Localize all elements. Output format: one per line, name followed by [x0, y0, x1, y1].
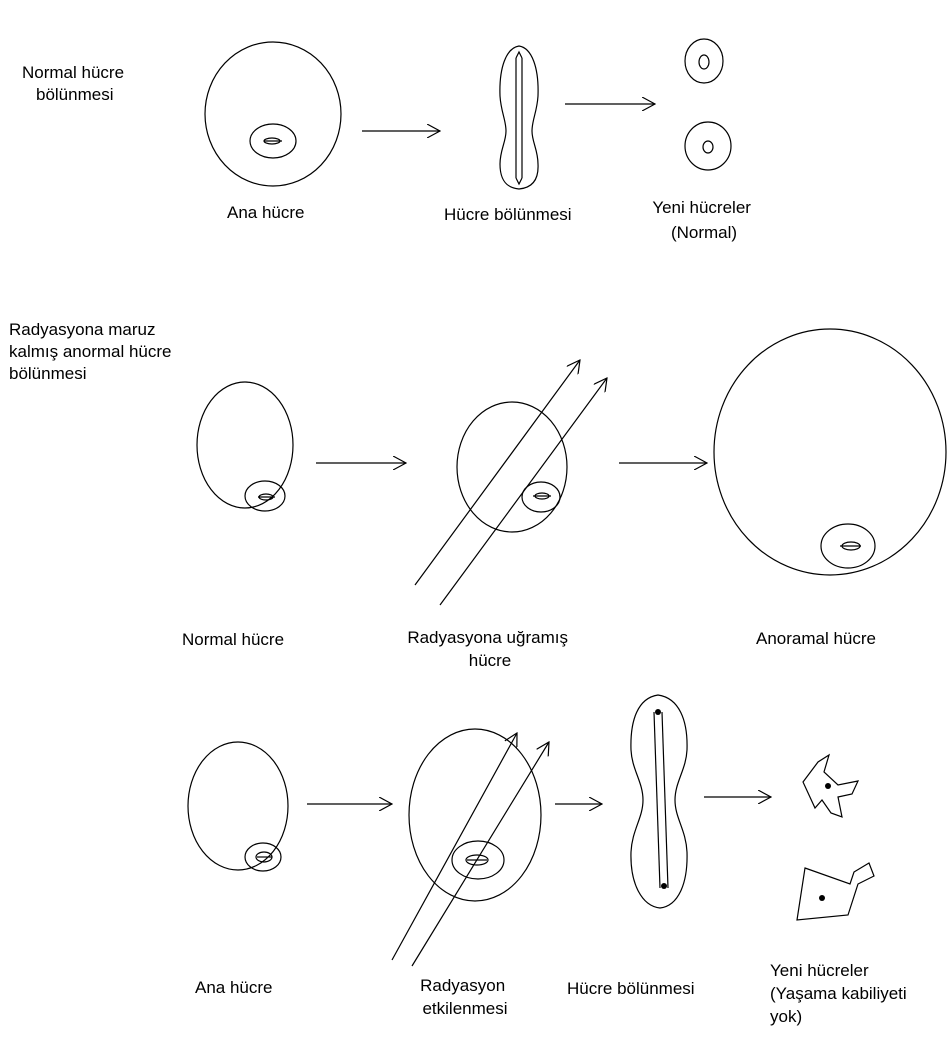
- new-cell-bottom: [685, 122, 731, 170]
- dividing-cell-2: [631, 695, 687, 908]
- radiation-ray-3: [392, 733, 517, 960]
- label-radiation-effect: Radyasyon etkilenmesi: [420, 976, 510, 1018]
- new-cell-top: [685, 39, 723, 83]
- irradiated-cell: [415, 360, 607, 605]
- label-parent-cell: Ana hücre: [227, 203, 305, 222]
- parent-cell-2: [188, 742, 288, 871]
- label-cell-division-2: Hücre bölünmesi: [567, 979, 695, 998]
- radiation-ray-1: [415, 360, 580, 585]
- row-irradiated-division: Radyasyona maruz kalmış anormal hücre bö…: [9, 320, 946, 670]
- radiation-ray-2: [440, 378, 607, 605]
- row-title-normal: Normal hücre bölünmesi: [22, 63, 129, 104]
- parent-cell: [205, 42, 341, 186]
- label-abnormal-cell: Anoramal hücre: [756, 629, 876, 648]
- dividing-cell: [500, 46, 538, 189]
- broken-cell-top: [803, 755, 858, 817]
- row-nonviable-division: Ana hücre Radyasyon etkilenmesi Hücre bö…: [188, 695, 911, 1026]
- radiation-affected-cell: [392, 729, 549, 966]
- label-normal-cell: Normal hücre: [182, 630, 284, 649]
- label-irradiated-cell: Radyasyona uğramış hücre: [407, 628, 572, 670]
- label-new-cells-nonviable: Yeni hücreler (Yaşama kabiliyeti yok): [770, 961, 911, 1026]
- label-cell-division: Hücre bölünmesi: [444, 205, 572, 224]
- row-title-irradiated: Radyasyona maruz kalmış anormal hücre bö…: [9, 320, 176, 383]
- abnormal-cell: [714, 329, 946, 575]
- row-normal-division: Normal hücre bölünmesi Ana hücre Hücre b…: [22, 39, 756, 242]
- broken-cell-bottom: [797, 863, 874, 920]
- normal-cell: [197, 382, 293, 511]
- label-new-cells-normal: Yeni hücreler (Normal): [652, 198, 755, 242]
- radiation-ray-4: [412, 742, 549, 966]
- label-parent-cell-2: Ana hücre: [195, 978, 273, 997]
